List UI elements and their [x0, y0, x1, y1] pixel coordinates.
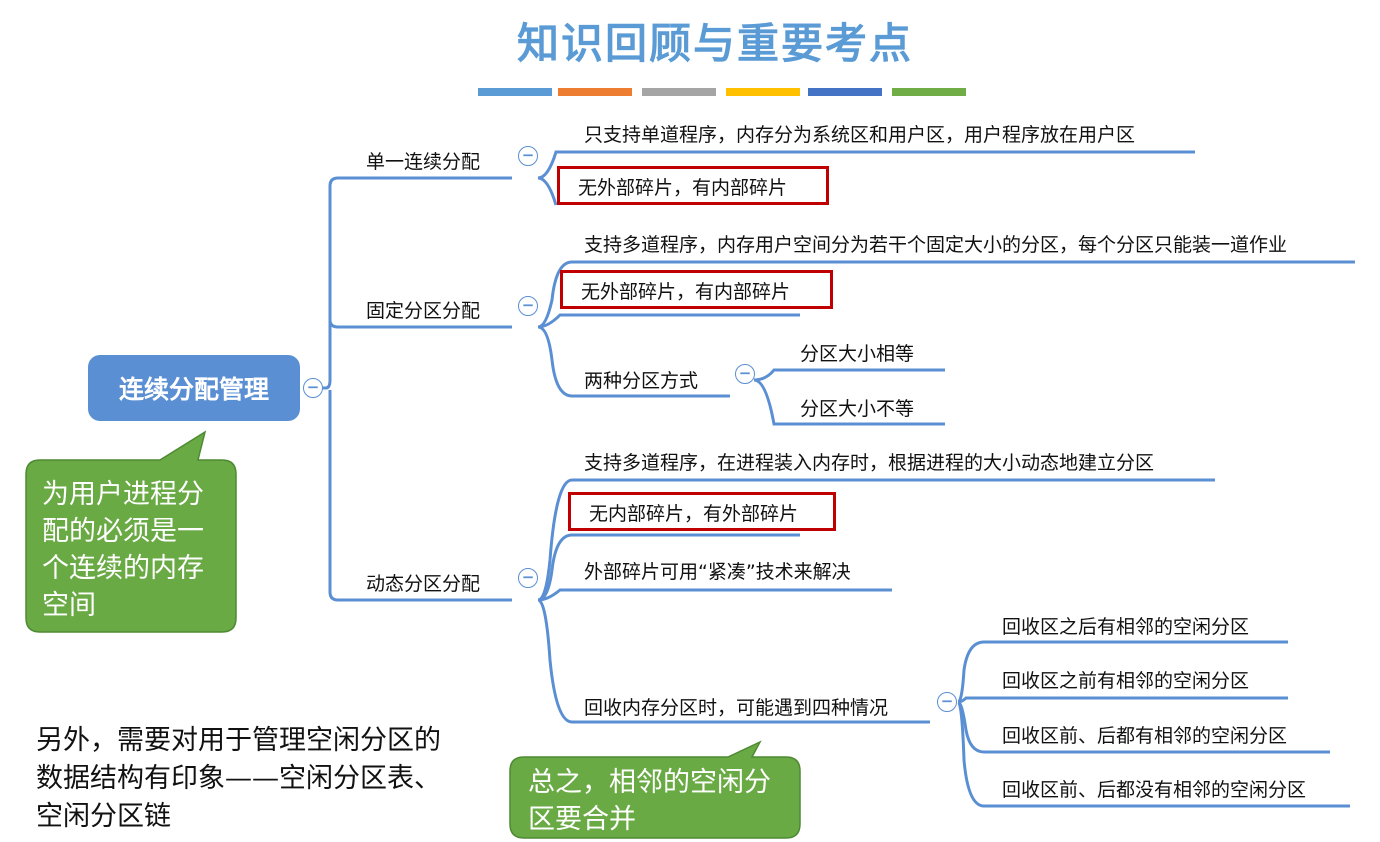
- bottom-callout-text: 总之，相邻的空闲分区要合并: [528, 767, 771, 835]
- color-bar: [642, 88, 716, 96]
- dynamic-item-highlighted[interactable]: 无内部碎片，有外部碎片: [568, 492, 836, 531]
- note-text: 另外，需要对用于管理空闲分区的数据结构有印象——空闲分区表、空闲分区链: [36, 725, 441, 832]
- color-bar: [478, 88, 552, 96]
- collapse-icon[interactable]: −: [303, 378, 323, 398]
- color-bar: [892, 88, 966, 96]
- single-item-highlighted[interactable]: 无外部碎片，有内部碎片: [557, 166, 829, 205]
- single-item[interactable]: 只支持单道程序，内存分为系统区和用户区，用户程序放在用户区: [584, 124, 1136, 146]
- root-node[interactable]: 连续分配管理: [88, 355, 300, 421]
- collapse-icon[interactable]: −: [735, 364, 755, 384]
- collapse-icon[interactable]: −: [937, 692, 957, 712]
- fixed-method[interactable]: 分区大小不等: [800, 398, 915, 420]
- left-callout-text: 为用户进程分配的必须是一个连续的内存空间: [42, 479, 204, 621]
- collapse-icon[interactable]: −: [518, 568, 538, 588]
- dynamic-item[interactable]: 回收内存分区时，可能遇到四种情况: [584, 697, 889, 719]
- collapse-icon[interactable]: −: [518, 296, 538, 316]
- branch-fixed-label[interactable]: 固定分区分配: [366, 300, 481, 322]
- page-title: 知识回顾与重要考点: [516, 19, 913, 68]
- recycle-case[interactable]: 回收区前、后都没有相邻的空闲分区: [1002, 779, 1307, 801]
- fixed-item[interactable]: 两种分区方式: [584, 370, 699, 392]
- fixed-item[interactable]: 支持多道程序，内存用户空间分为若干个固定大小的分区，每个分区只能装一道作业: [584, 234, 1288, 256]
- collapse-icon[interactable]: −: [518, 146, 538, 166]
- color-bar: [726, 88, 800, 96]
- recycle-case[interactable]: 回收区前、后都有相邻的空闲分区: [1002, 725, 1288, 747]
- recycle-case[interactable]: 回收区之前有相邻的空闲分区: [1002, 670, 1250, 692]
- dynamic-item[interactable]: 外部碎片可用“紧凑”技术来解决: [584, 561, 851, 583]
- root-label: 连续分配管理: [118, 375, 269, 404]
- fixed-item-highlighted[interactable]: 无外部碎片，有内部碎片: [560, 270, 833, 309]
- color-bar: [808, 88, 882, 96]
- branch-dynamic-label[interactable]: 动态分区分配: [366, 573, 481, 595]
- recycle-case[interactable]: 回收区之后有相邻的空闲分区: [1002, 616, 1250, 638]
- bottom-callout-shape: [509, 740, 801, 839]
- branch-single-label[interactable]: 单一连续分配: [366, 151, 481, 173]
- dynamic-item[interactable]: 支持多道程序，在进程装入内存时，根据进程的大小动态地建立分区: [584, 452, 1155, 474]
- fixed-method[interactable]: 分区大小相等: [800, 343, 915, 365]
- left-callout-shape: [25, 430, 237, 633]
- color-bar: [558, 88, 632, 96]
